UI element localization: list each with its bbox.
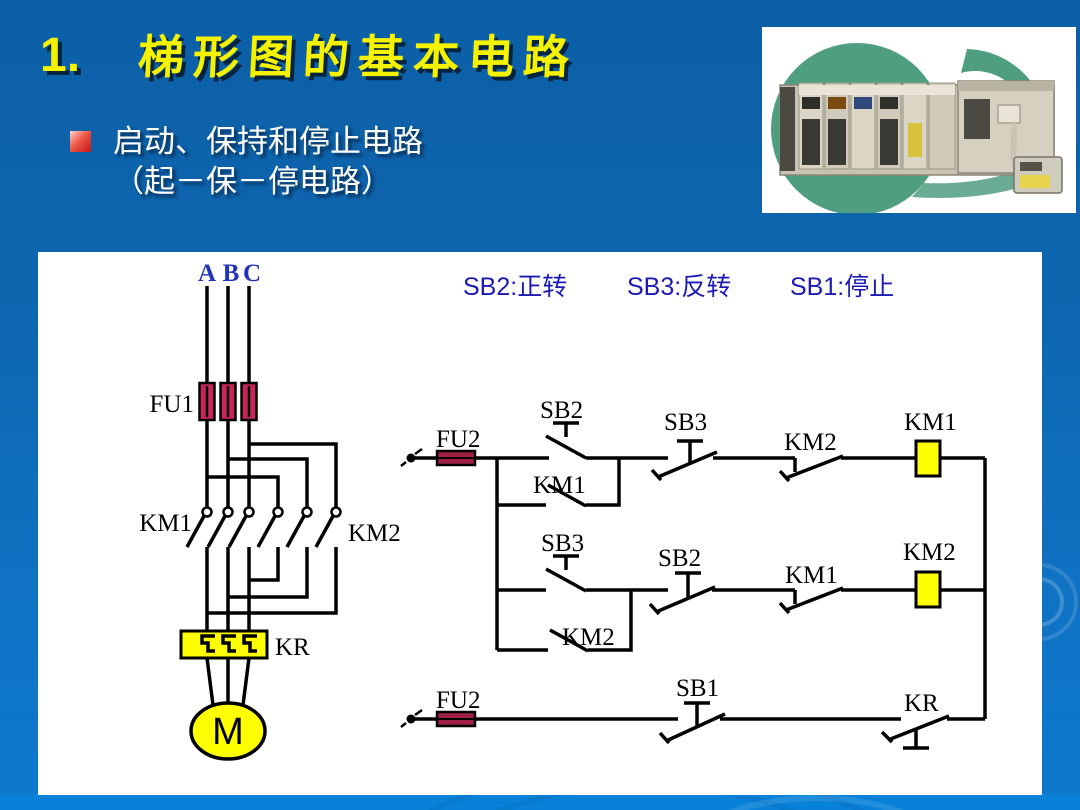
- km2-interlock-contact: [778, 454, 844, 483]
- caption-sb2-forward: SB2:正转: [463, 273, 567, 301]
- sb2-nc-contact: [648, 571, 716, 616]
- bullet-line-2: （起－保－停电路）: [113, 164, 392, 200]
- motor-symbol: [189, 701, 267, 761]
- sb1-nc-contact: [658, 701, 726, 745]
- power-circuit: A B C FU1 KM1 KM2: [139, 260, 401, 761]
- sb1-label: SB1: [676, 675, 719, 702]
- sb3-no-contact: [545, 554, 587, 593]
- km2-hold-label: KM2: [562, 624, 615, 651]
- sb3-rung2-label: SB3: [541, 530, 584, 557]
- km2-coil: [914, 570, 942, 609]
- km2-coil-label: KM2: [903, 539, 956, 566]
- supply-icon: [400, 447, 423, 467]
- fu2-rung1-label: FU2: [436, 426, 480, 453]
- bottom-band: [0, 795, 1080, 810]
- km1-coil: [914, 439, 942, 478]
- sb2-rung1-label: SB2: [540, 397, 583, 424]
- contactor-contacts: [185, 506, 342, 548]
- slide-title: 1. 梯形图的基本电路: [40, 29, 580, 85]
- km1-interlock-contact: [778, 586, 844, 615]
- kr-contact-label: KR: [904, 690, 939, 717]
- km1-interlock-label: KM1: [785, 562, 838, 589]
- sb2-rung2-label: SB2: [658, 545, 701, 572]
- phase-b-label: B: [223, 260, 240, 287]
- bullet-text: 启动、保持和停止电路 （起－保－停电路）: [113, 122, 423, 203]
- km1-hold-label: KM1: [533, 472, 586, 499]
- circuit-panel: SB2:正转 SB3:反转 SB1:停止 A B C FU1: [38, 252, 1042, 795]
- phase-a-label: A: [198, 260, 216, 287]
- plc-photo-graphic: [771, 43, 1063, 213]
- phase-c-label: C: [243, 260, 261, 287]
- sb3-nc-contact: [650, 439, 718, 482]
- fu1-label: FU1: [150, 391, 194, 418]
- bullet-line-1: 启动、保持和停止电路: [113, 124, 423, 159]
- circuit-svg: SB2:正转 SB3:反转 SB1:停止 A B C FU1: [139, 260, 987, 761]
- motor-label: M: [212, 711, 244, 753]
- rung-2: SB3 KM2 SB2 KM1 KM2: [497, 530, 985, 653]
- rung-1: FU2 SB2 KM1 SB3 KM2: [400, 397, 985, 508]
- km2-interlock-label: KM2: [784, 429, 837, 456]
- thermal-relay-kr: [179, 629, 269, 660]
- sb3-rung1-label: SB3: [664, 409, 707, 436]
- fu2-rung3-label: FU2: [436, 687, 480, 714]
- plc-photo: [762, 27, 1076, 213]
- kr-nc-contact: [880, 714, 950, 750]
- caption-sb3-reverse: SB3:反转: [627, 273, 731, 301]
- kr-label: KR: [275, 634, 310, 661]
- bullet-square-icon: [70, 131, 91, 152]
- title-number: 1.: [40, 29, 81, 82]
- control-circuit: FU2 SB2 KM1 SB3 KM2: [400, 397, 987, 750]
- km1-main-label: KM1: [139, 510, 192, 537]
- sb2-no-contact: [545, 421, 587, 460]
- rung-3: FU2 SB1 KR: [400, 675, 985, 750]
- fuse-fu1: [198, 381, 258, 422]
- km1-hold-contact: [497, 458, 621, 508]
- km2-hold-contact: [497, 590, 633, 653]
- supply-icon-2: [400, 708, 423, 728]
- bullet-item: 启动、保持和停止电路 （起－保－停电路）: [70, 122, 423, 203]
- caption-sb1-stop: SB1:停止: [790, 273, 894, 301]
- title-text: 梯形图的基本电路: [136, 32, 580, 83]
- km1-coil-label: KM1: [904, 409, 957, 436]
- km2-main-label: KM2: [348, 520, 401, 547]
